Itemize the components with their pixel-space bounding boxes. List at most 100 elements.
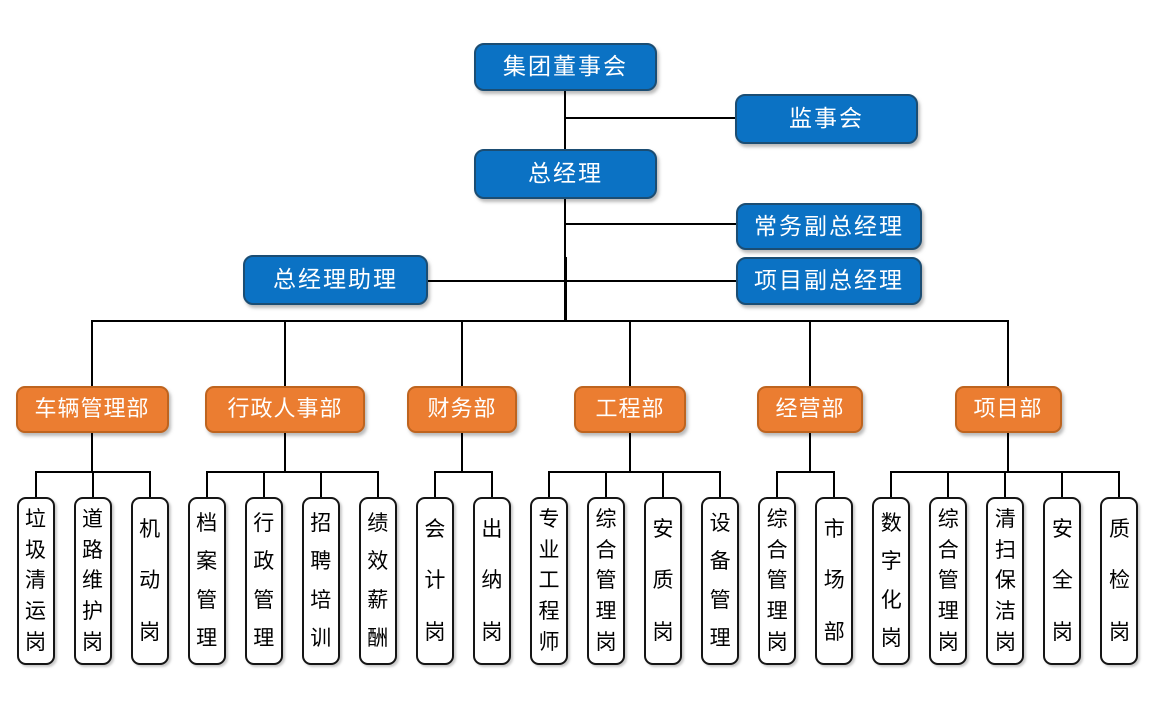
vertical-char: 备 [709, 550, 731, 574]
connector-bus-to-department [809, 320, 811, 386]
vertical-char: 效 [367, 550, 389, 574]
org-node-position: 绩效薪酬 [358, 497, 397, 665]
org-node-position: 综合管理岗 [758, 497, 797, 665]
org-node-department-2: 行政人事部 [205, 386, 365, 433]
vertical-char: 字 [880, 550, 902, 574]
org-node-position: 行政管理 [244, 497, 283, 665]
org-node-position: 清扫保洁岗 [986, 497, 1025, 665]
org-node-department-4: 工程部 [574, 386, 686, 433]
vertical-char: 安 [1051, 518, 1073, 542]
connector-bus-to-leaf [148, 471, 151, 497]
connector-bus-to-department [629, 320, 631, 386]
vertical-char: 出 [481, 518, 503, 542]
vertical-char: 会 [424, 518, 446, 542]
vertical-char: 场 [823, 569, 845, 593]
vertical-char: 聘 [310, 550, 332, 574]
vertical-char: 程 [538, 600, 560, 624]
org-node-position: 出纳岗 [472, 497, 511, 665]
vertical-char: 师 [538, 631, 560, 655]
vertical-char: 数 [880, 511, 902, 535]
vertical-char: 质 [652, 569, 674, 593]
connector-bus-to-leaf [776, 471, 779, 497]
vertical-char: 管 [196, 588, 218, 612]
vertical-char: 全 [1051, 569, 1073, 593]
vertical-char: 检 [1108, 569, 1130, 593]
connector-bus-to-leaf [319, 471, 322, 497]
connector-assistant-to-project-deputy-gm [428, 280, 736, 282]
connector-department-stem [809, 433, 811, 471]
vertical-char: 档 [196, 511, 218, 535]
vertical-char: 设 [709, 511, 731, 535]
vertical-char: 路 [82, 538, 104, 562]
connector-bus-to-leaf [547, 471, 550, 497]
org-node-position: 安全岗 [1043, 497, 1082, 665]
vertical-char: 垃 [25, 507, 46, 531]
org-node-position: 综合管理岗 [929, 497, 968, 665]
vertical-char: 岗 [139, 620, 161, 644]
vertical-char: 招 [310, 511, 332, 535]
vertical-char: 道 [82, 507, 104, 531]
vertical-char: 市 [823, 518, 845, 542]
connector-bus-to-leaf [376, 471, 379, 497]
connector-bus-to-leaf [662, 471, 665, 497]
connector-department-stem [629, 433, 631, 471]
vertical-char: 清 [994, 507, 1016, 531]
vertical-char: 安 [652, 518, 674, 542]
connector-board-to-gm [564, 91, 566, 149]
vertical-char: 行 [253, 511, 275, 535]
connector-bus-to-leaf [947, 471, 950, 497]
connector-department-stem [1007, 433, 1009, 471]
org-node-position: 数字化岗 [872, 497, 911, 665]
vertical-char: 岗 [766, 631, 788, 655]
vertical-char: 部 [823, 620, 845, 644]
connector-bus-to-leaf [91, 471, 94, 497]
vertical-char: 维 [82, 569, 104, 593]
vertical-char: 合 [937, 538, 959, 562]
org-node-position: 专业工程师 [529, 497, 568, 665]
vertical-char: 专 [538, 507, 560, 531]
vertical-char: 洁 [994, 600, 1016, 624]
vertical-char: 岗 [82, 631, 104, 655]
vertical-char: 岗 [937, 631, 959, 655]
connector-leaf-bus [434, 471, 492, 473]
connector-bus-to-leaf [605, 471, 607, 497]
vertical-char: 岗 [1108, 620, 1130, 644]
vertical-char: 管 [937, 569, 959, 593]
connector-bus-to-leaf [719, 471, 722, 497]
connector-bus-to-leaf [1004, 471, 1007, 497]
connector-leaf-bus [206, 471, 378, 473]
connector-department-stem [91, 433, 93, 471]
connector-bus-to-leaf [433, 471, 436, 497]
connector-bus-to-leaf [890, 471, 893, 497]
connector-department-stem [461, 433, 463, 471]
vertical-char: 岗 [1051, 620, 1073, 644]
vertical-char: 纳 [481, 569, 503, 593]
vertical-char: 圾 [25, 538, 46, 562]
vertical-char: 岗 [481, 620, 503, 644]
vertical-char: 机 [139, 518, 161, 542]
vertical-char: 岗 [994, 631, 1016, 655]
vertical-char: 理 [253, 627, 275, 651]
org-node-general-manager: 总经理 [474, 149, 657, 199]
connector-bus-to-department [461, 320, 463, 386]
vertical-char: 岗 [880, 627, 902, 651]
connector-gm-trunk-upper [564, 199, 566, 257]
org-node-position: 质检岗 [1100, 497, 1139, 665]
vertical-char: 理 [766, 600, 788, 624]
vertical-char: 运 [25, 600, 46, 624]
vertical-char: 岗 [424, 620, 446, 644]
vertical-char: 酬 [367, 627, 389, 651]
connector-bus-to-leaf [205, 471, 208, 497]
vertical-char: 管 [595, 569, 617, 593]
vertical-char: 岗 [595, 631, 617, 655]
connector-bus-to-department [1007, 320, 1009, 386]
connector-department-stem [284, 433, 286, 471]
vertical-char: 合 [595, 538, 617, 562]
vertical-char: 管 [709, 588, 731, 612]
org-node-position: 市场部 [815, 497, 854, 665]
vertical-char: 护 [82, 600, 104, 624]
connector-bus-to-department [91, 320, 93, 386]
org-node-executive-deputy-gm: 常务副总经理 [736, 203, 922, 250]
vertical-char: 案 [196, 550, 218, 574]
vertical-char: 扫 [994, 538, 1016, 562]
